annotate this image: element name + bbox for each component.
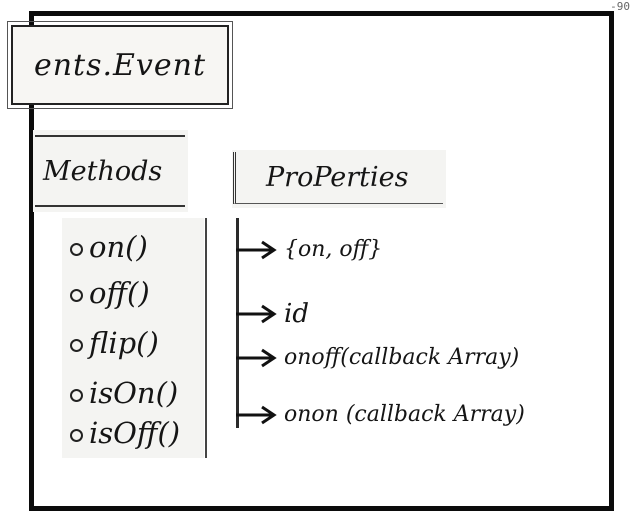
property-label: id [284, 299, 309, 329]
bullet-icon [70, 428, 83, 442]
bullet-icon [70, 338, 83, 352]
methods-scrap [33, 130, 188, 212]
arrow-right-icon [236, 240, 277, 259]
method-item: on() [70, 230, 148, 264]
properties-scrap [232, 150, 446, 208]
method-item: isOff() [70, 416, 180, 450]
property-item: onon (callback Array) [234, 402, 525, 427]
method-label: isOff() [89, 416, 181, 450]
property-label: {on, off} [284, 237, 383, 262]
method-item: off() [70, 276, 150, 310]
outer-frame [29, 11, 614, 511]
bullet-icon [70, 388, 83, 402]
property-item: onoff(callback Array) [234, 345, 519, 370]
property-item: {on, off} [234, 237, 382, 262]
arrow-right-icon [236, 304, 277, 324]
method-item: isOn() [70, 376, 178, 410]
bullet-icon [70, 242, 83, 256]
methods-heading-text: Methods [43, 155, 163, 187]
arrow-right-icon [236, 405, 277, 424]
method-label: on() [89, 230, 148, 264]
methods-heading: Methods [35, 135, 185, 207]
property-label: onoff(callback Array) [284, 345, 520, 370]
title-box: ents.Event [7, 21, 233, 109]
method-item: flip() [70, 326, 159, 360]
properties-heading: ProPerties [233, 152, 443, 204]
arrow-right-icon [236, 348, 277, 367]
property-label: onon (callback Array) [284, 402, 525, 427]
properties-heading-text: ProPerties [266, 162, 409, 193]
corner-note: -90 [610, 0, 630, 13]
method-label: flip() [89, 326, 159, 360]
properties-spine [236, 218, 239, 428]
methods-list: on() off() flip() isOn() isOff() [60, 218, 207, 458]
method-label: isOn() [89, 376, 179, 410]
methods-list-scrap [62, 218, 204, 458]
property-item: id [234, 299, 309, 329]
properties-list: {on, off} id onoff(callback Array) onon … [234, 215, 584, 440]
bullet-icon [70, 288, 83, 302]
method-label: off() [89, 276, 150, 310]
diagram-title: ents.Event [33, 47, 207, 83]
